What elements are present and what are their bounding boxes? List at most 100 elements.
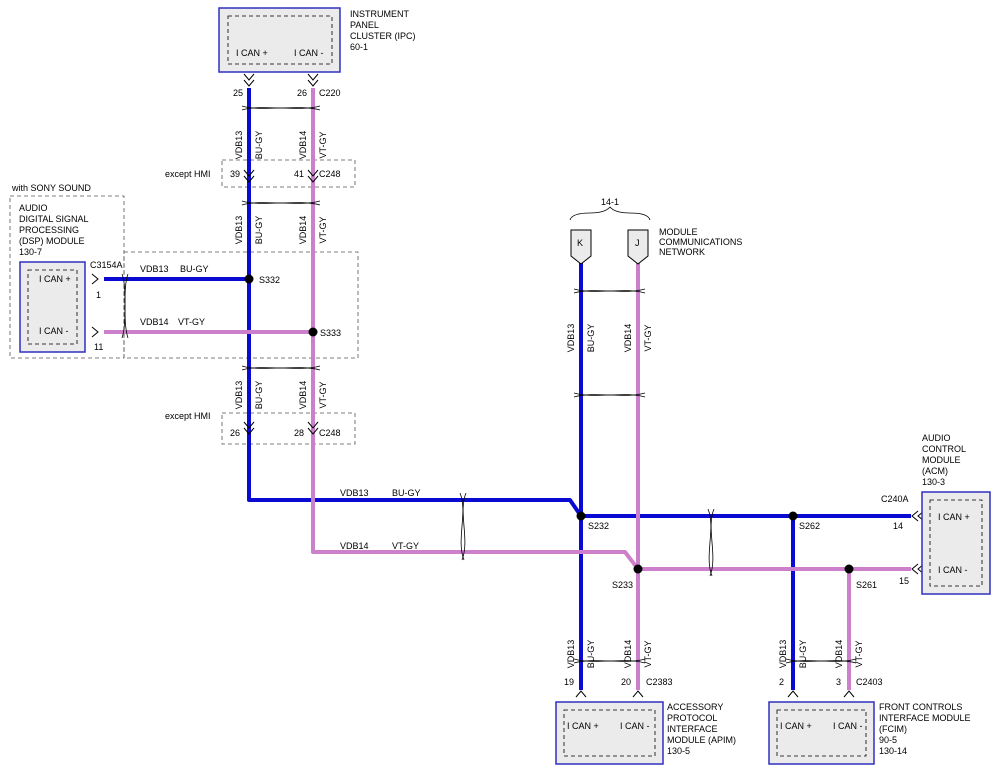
- ipc-pin-plus-label: I CAN +: [236, 48, 268, 58]
- pin-number: 1: [96, 290, 101, 300]
- fcim-pin-minus-label: I CAN -: [833, 721, 863, 731]
- c248-top-connector-box: [221, 159, 356, 188]
- dsp-option-box: [9, 195, 125, 359]
- pin-number: 15: [899, 576, 909, 586]
- pin-number: 28: [294, 428, 304, 438]
- acm-name-line: CONTROL: [922, 444, 966, 454]
- ipc-name-line: PANEL: [350, 20, 379, 30]
- dsp-name-line: DIGITAL SIGNAL: [19, 214, 89, 224]
- twist-marker: [573, 392, 646, 398]
- wire-circuit-label: VDB14: [340, 541, 369, 551]
- pin-number: 20: [621, 677, 631, 687]
- wire-circuit-label: VDB13: [566, 324, 576, 353]
- c248-pin-chevron: [243, 169, 255, 183]
- acm-pin-plus-label: I CAN +: [938, 512, 970, 522]
- network-brace: [569, 206, 651, 221]
- ipc-pin-minus-label: I CAN -: [294, 48, 324, 58]
- wire-color-label: BU-GY: [586, 324, 596, 353]
- fcim-name-line: 130-14: [879, 746, 907, 756]
- ipc-name-line: INSTRUMENT: [350, 9, 409, 19]
- dsp-name-line: (DSP) MODULE: [19, 236, 85, 246]
- c220-pin-chevron: [307, 73, 319, 87]
- wire-circuit-label: VDB13: [340, 488, 369, 498]
- fcim-name-line: FRONT CONTROLS: [879, 702, 962, 712]
- apim-name-line: 130-5: [667, 746, 690, 756]
- wire-circuit-label: VDB13: [234, 381, 244, 410]
- fcim-pin-plus-label: I CAN +: [780, 721, 812, 731]
- wire-circuit-label: VDB14: [298, 381, 308, 410]
- twist-marker: [459, 492, 467, 561]
- except-hmi-label: except HMI: [165, 411, 211, 421]
- fcim-name-line: (FCIM): [879, 724, 907, 734]
- network-pin-j-label: J: [635, 238, 640, 248]
- splice-s261-label: S261: [856, 580, 877, 590]
- wire-color-label: VT-GY: [643, 640, 653, 667]
- wire-circuit-label: VDB13: [234, 131, 244, 160]
- c248-pin-chevron: [307, 421, 319, 435]
- wire-color-label: BU-GY: [254, 216, 264, 245]
- dsp-name-line: PROCESSING: [19, 225, 79, 235]
- connector-c2403-label: C2403: [856, 677, 883, 687]
- dsp-option-label: with SONY SOUND: [11, 183, 91, 193]
- c248-pin-chevron: [243, 421, 255, 435]
- wire-color-label: VT-GY: [318, 131, 328, 158]
- c2383-pin-chevron: [575, 690, 587, 698]
- except-hmi-label: except HMI: [165, 169, 211, 179]
- wire-circuit-label: VDB14: [298, 131, 308, 160]
- wire-color-label: BU-GY: [254, 381, 264, 410]
- ipc-name-line: CLUSTER (IPC): [350, 31, 416, 41]
- apim-internal-box: [563, 709, 656, 757]
- dsp-internal-box: [27, 269, 78, 345]
- wire-circuit-label: VDB14: [140, 317, 169, 327]
- dsp-name-line: AUDIO: [19, 203, 48, 213]
- acm-name-line: MODULE: [922, 455, 961, 465]
- ipc-module-box: [218, 7, 341, 73]
- wire-color-label: VT-GY: [854, 640, 864, 667]
- wire-color-label: BU-GY: [180, 264, 209, 274]
- apim-pin-plus-label: I CAN +: [567, 721, 599, 731]
- wire-circuit-label: VDB14: [623, 324, 633, 353]
- pin-number: 11: [94, 342, 103, 352]
- pin-number: 3: [836, 677, 841, 687]
- acm-name-line: AUDIO: [922, 433, 951, 443]
- network-name-line: NETWORK: [659, 247, 705, 257]
- acm-pin-minus-label: I CAN -: [938, 565, 968, 575]
- wire-circuit-label: VDB13: [234, 216, 244, 245]
- twist-marker: [573, 658, 646, 664]
- dsp-pin-minus-label: I CAN -: [39, 326, 69, 336]
- apim-module-box: [555, 701, 664, 765]
- wire-color-label: BU-GY: [798, 640, 808, 669]
- c2383-pin-chevron: [632, 690, 644, 698]
- c3154a-pin-chevron: [91, 326, 99, 338]
- c3154a-pin-chevron: [91, 273, 99, 285]
- splice-s333-label: S333: [320, 328, 341, 338]
- connector-c248-label: C248: [319, 428, 341, 438]
- dsp-module-box: [19, 261, 86, 353]
- wire-color-label: VT-GY: [178, 317, 205, 327]
- dsp-pin-plus-label: I CAN +: [39, 274, 71, 284]
- splice-s262: [788, 511, 798, 521]
- c2403-pin-chevron: [843, 690, 855, 698]
- splice-s332-label: S332: [259, 275, 280, 285]
- pin-number: 2: [779, 677, 784, 687]
- pin-number: 41: [294, 169, 304, 179]
- connector-c3154a-label: C3154A: [90, 260, 123, 270]
- network-name-line: COMMUNICATIONS: [659, 237, 742, 247]
- c248-bottom-connector-box: [221, 412, 356, 445]
- fcim-module-box: [768, 701, 875, 765]
- pin-number: 14: [893, 521, 903, 531]
- splice-s232-label: S232: [588, 521, 609, 531]
- twist-marker: [241, 105, 321, 111]
- pin-number: 19: [564, 677, 574, 687]
- wire-color-label: BU-GY: [586, 640, 596, 669]
- wire-circuit-label: VDB14: [834, 640, 844, 669]
- wire-circuit-label: VDB14: [623, 640, 633, 669]
- wire-color-label: BU-GY: [392, 488, 421, 498]
- wire-color-label: VT-GY: [392, 541, 419, 551]
- network-ref-label: 14-1: [601, 197, 619, 207]
- acm-module-box: [921, 491, 991, 595]
- wire-vdb14-ipc-to-s233: [311, 88, 640, 571]
- splice-s333: [308, 327, 318, 337]
- apim-name-line: MODULE (APIM): [667, 735, 736, 745]
